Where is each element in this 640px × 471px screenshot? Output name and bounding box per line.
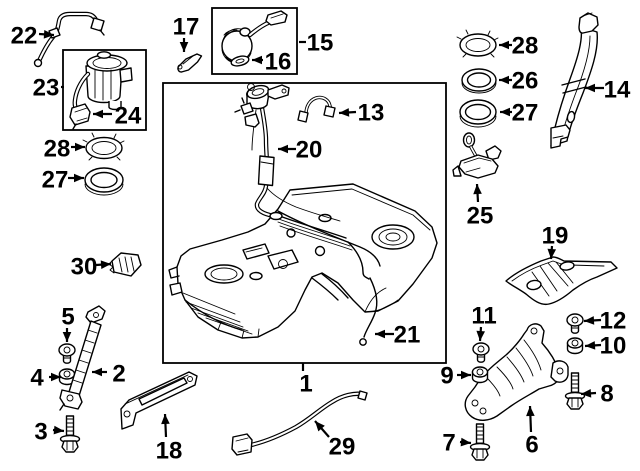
- callout-label-13[interactable]: 13: [358, 100, 385, 127]
- callout-arrowhead-27: [500, 107, 510, 117]
- callout-label-29[interactable]: 29: [329, 434, 356, 461]
- part-8-bolt: [564, 372, 586, 410]
- callout-arrowhead-13: [339, 108, 350, 117]
- callout-arrowhead-8: [581, 389, 592, 398]
- part-5-bolt: [58, 343, 76, 364]
- part-7-bolt: [469, 423, 491, 461]
- part-3-bolt: [59, 415, 81, 453]
- part-26-seal-ring: [461, 68, 497, 94]
- part-22-breather-hose: [33, 11, 105, 68]
- part-2-strap: [59, 305, 106, 411]
- part-23-fuel-pump-module: [69, 51, 133, 130]
- callout-label-30[interactable]: 30: [71, 254, 98, 281]
- callout-arrowhead-29: [315, 421, 325, 432]
- part-29-hose: [231, 390, 368, 456]
- callout-label-10[interactable]: 10: [600, 333, 627, 360]
- part-9-nut: [471, 366, 489, 384]
- callout-arrowhead-12: [584, 316, 595, 325]
- callout-arrowhead-30: [100, 260, 111, 269]
- callout-label-1[interactable]: 1: [299, 371, 312, 398]
- part-27-gasket-right: [459, 99, 497, 128]
- group-box-tank-assembly: [162, 82, 447, 364]
- callout-label-24[interactable]: 24: [115, 103, 142, 130]
- part-20-filler-pipe: [234, 83, 341, 222]
- callout-arrowhead-28: [499, 40, 509, 50]
- callout-label-2[interactable]: 2: [112, 361, 125, 388]
- callout-arrowhead-3: [53, 425, 64, 435]
- callout-label-8[interactable]: 8: [600, 381, 613, 408]
- callout-arrowhead-2: [92, 367, 102, 377]
- callout-arrowhead-25: [473, 184, 482, 195]
- callout-label-16[interactable]: 16: [265, 49, 292, 76]
- part-10-nut: [566, 337, 584, 355]
- callout-arrowhead-7: [460, 437, 471, 447]
- part-27-gasket-left: [84, 167, 124, 196]
- callout-arrowhead-10: [585, 341, 596, 350]
- part-6-skid-plate: [464, 323, 569, 421]
- callout-label-27[interactable]: 27: [512, 100, 539, 127]
- part-11-bolt: [472, 342, 490, 363]
- part-17-clip: [177, 53, 203, 73]
- callout-arrowhead-9: [461, 370, 471, 380]
- callout-label-28[interactable]: 28: [512, 33, 539, 60]
- callout-label-21[interactable]: 21: [394, 322, 421, 349]
- callout-label-9[interactable]: 9: [440, 363, 453, 390]
- callout-arrowhead-26: [499, 75, 509, 85]
- callout-label-26[interactable]: 26: [512, 68, 539, 95]
- group-box-pump-module: [62, 49, 147, 131]
- callout-label-5[interactable]: 5: [61, 304, 74, 331]
- callout-label-22[interactable]: 22: [11, 23, 38, 50]
- callout-label-17[interactable]: 17: [173, 14, 200, 41]
- callout-arrowhead-20: [278, 144, 288, 154]
- callout-label-7[interactable]: 7: [442, 430, 455, 457]
- callout-label-15[interactable]: 15: [307, 30, 334, 57]
- group-box-fuel-cap: [211, 7, 298, 75]
- callout-label-12[interactable]: 12: [600, 308, 627, 335]
- callout-label-4[interactable]: 4: [30, 365, 44, 392]
- callout-label-11[interactable]: 11: [471, 303, 496, 330]
- callout-arrowhead-24: [93, 109, 103, 119]
- callout-arrowhead-4: [51, 372, 61, 382]
- callout-arrowhead-28: [75, 142, 85, 152]
- callout-arrowhead-21: [375, 329, 385, 339]
- callout-arrowhead-27: [74, 173, 84, 183]
- part-25-bracket: [452, 132, 502, 179]
- callout-label-27[interactable]: 27: [42, 167, 69, 194]
- part-16-cap-seal: [230, 55, 250, 67]
- callout-label-25[interactable]: 25: [467, 203, 494, 230]
- callout-arrowhead-11: [476, 330, 486, 341]
- part-13-vent-hose: [297, 95, 336, 123]
- part-1-fuel-tank: [168, 183, 438, 339]
- callout-label-20[interactable]: 20: [296, 137, 323, 164]
- part-30-clip: [108, 252, 142, 277]
- callout-arrowhead-22: [43, 30, 54, 39]
- part-18-bracket: [120, 371, 198, 430]
- part-28-lock-ring-left: [82, 132, 125, 161]
- callout-label-6[interactable]: 6: [525, 432, 538, 459]
- callout-arrowhead-6: [526, 406, 535, 417]
- callout-arrowhead-5: [62, 332, 72, 342]
- callout-label-14[interactable]: 14: [604, 77, 631, 104]
- callout-label-19[interactable]: 19: [542, 223, 569, 250]
- callout-arrowhead-16: [252, 55, 262, 65]
- part-15-fuel-cap: [221, 10, 288, 64]
- callout-label-3[interactable]: 3: [34, 419, 47, 446]
- part-14-bracket: [550, 12, 599, 149]
- part-19-heat-shield: [505, 256, 618, 306]
- callout-label-28[interactable]: 28: [44, 136, 71, 163]
- callout-arrowhead-14: [585, 83, 595, 93]
- part-12-bolt: [566, 313, 584, 334]
- callout-arrowhead-19: [547, 248, 557, 259]
- part-28-lock-ring-right: [456, 29, 499, 58]
- callout-arrowhead-18: [161, 414, 170, 425]
- part-21-line: [359, 277, 378, 346]
- callout-arrowhead-17: [179, 42, 189, 52]
- callout-label-18[interactable]: 18: [156, 438, 183, 465]
- callout-label-23[interactable]: 23: [33, 75, 60, 102]
